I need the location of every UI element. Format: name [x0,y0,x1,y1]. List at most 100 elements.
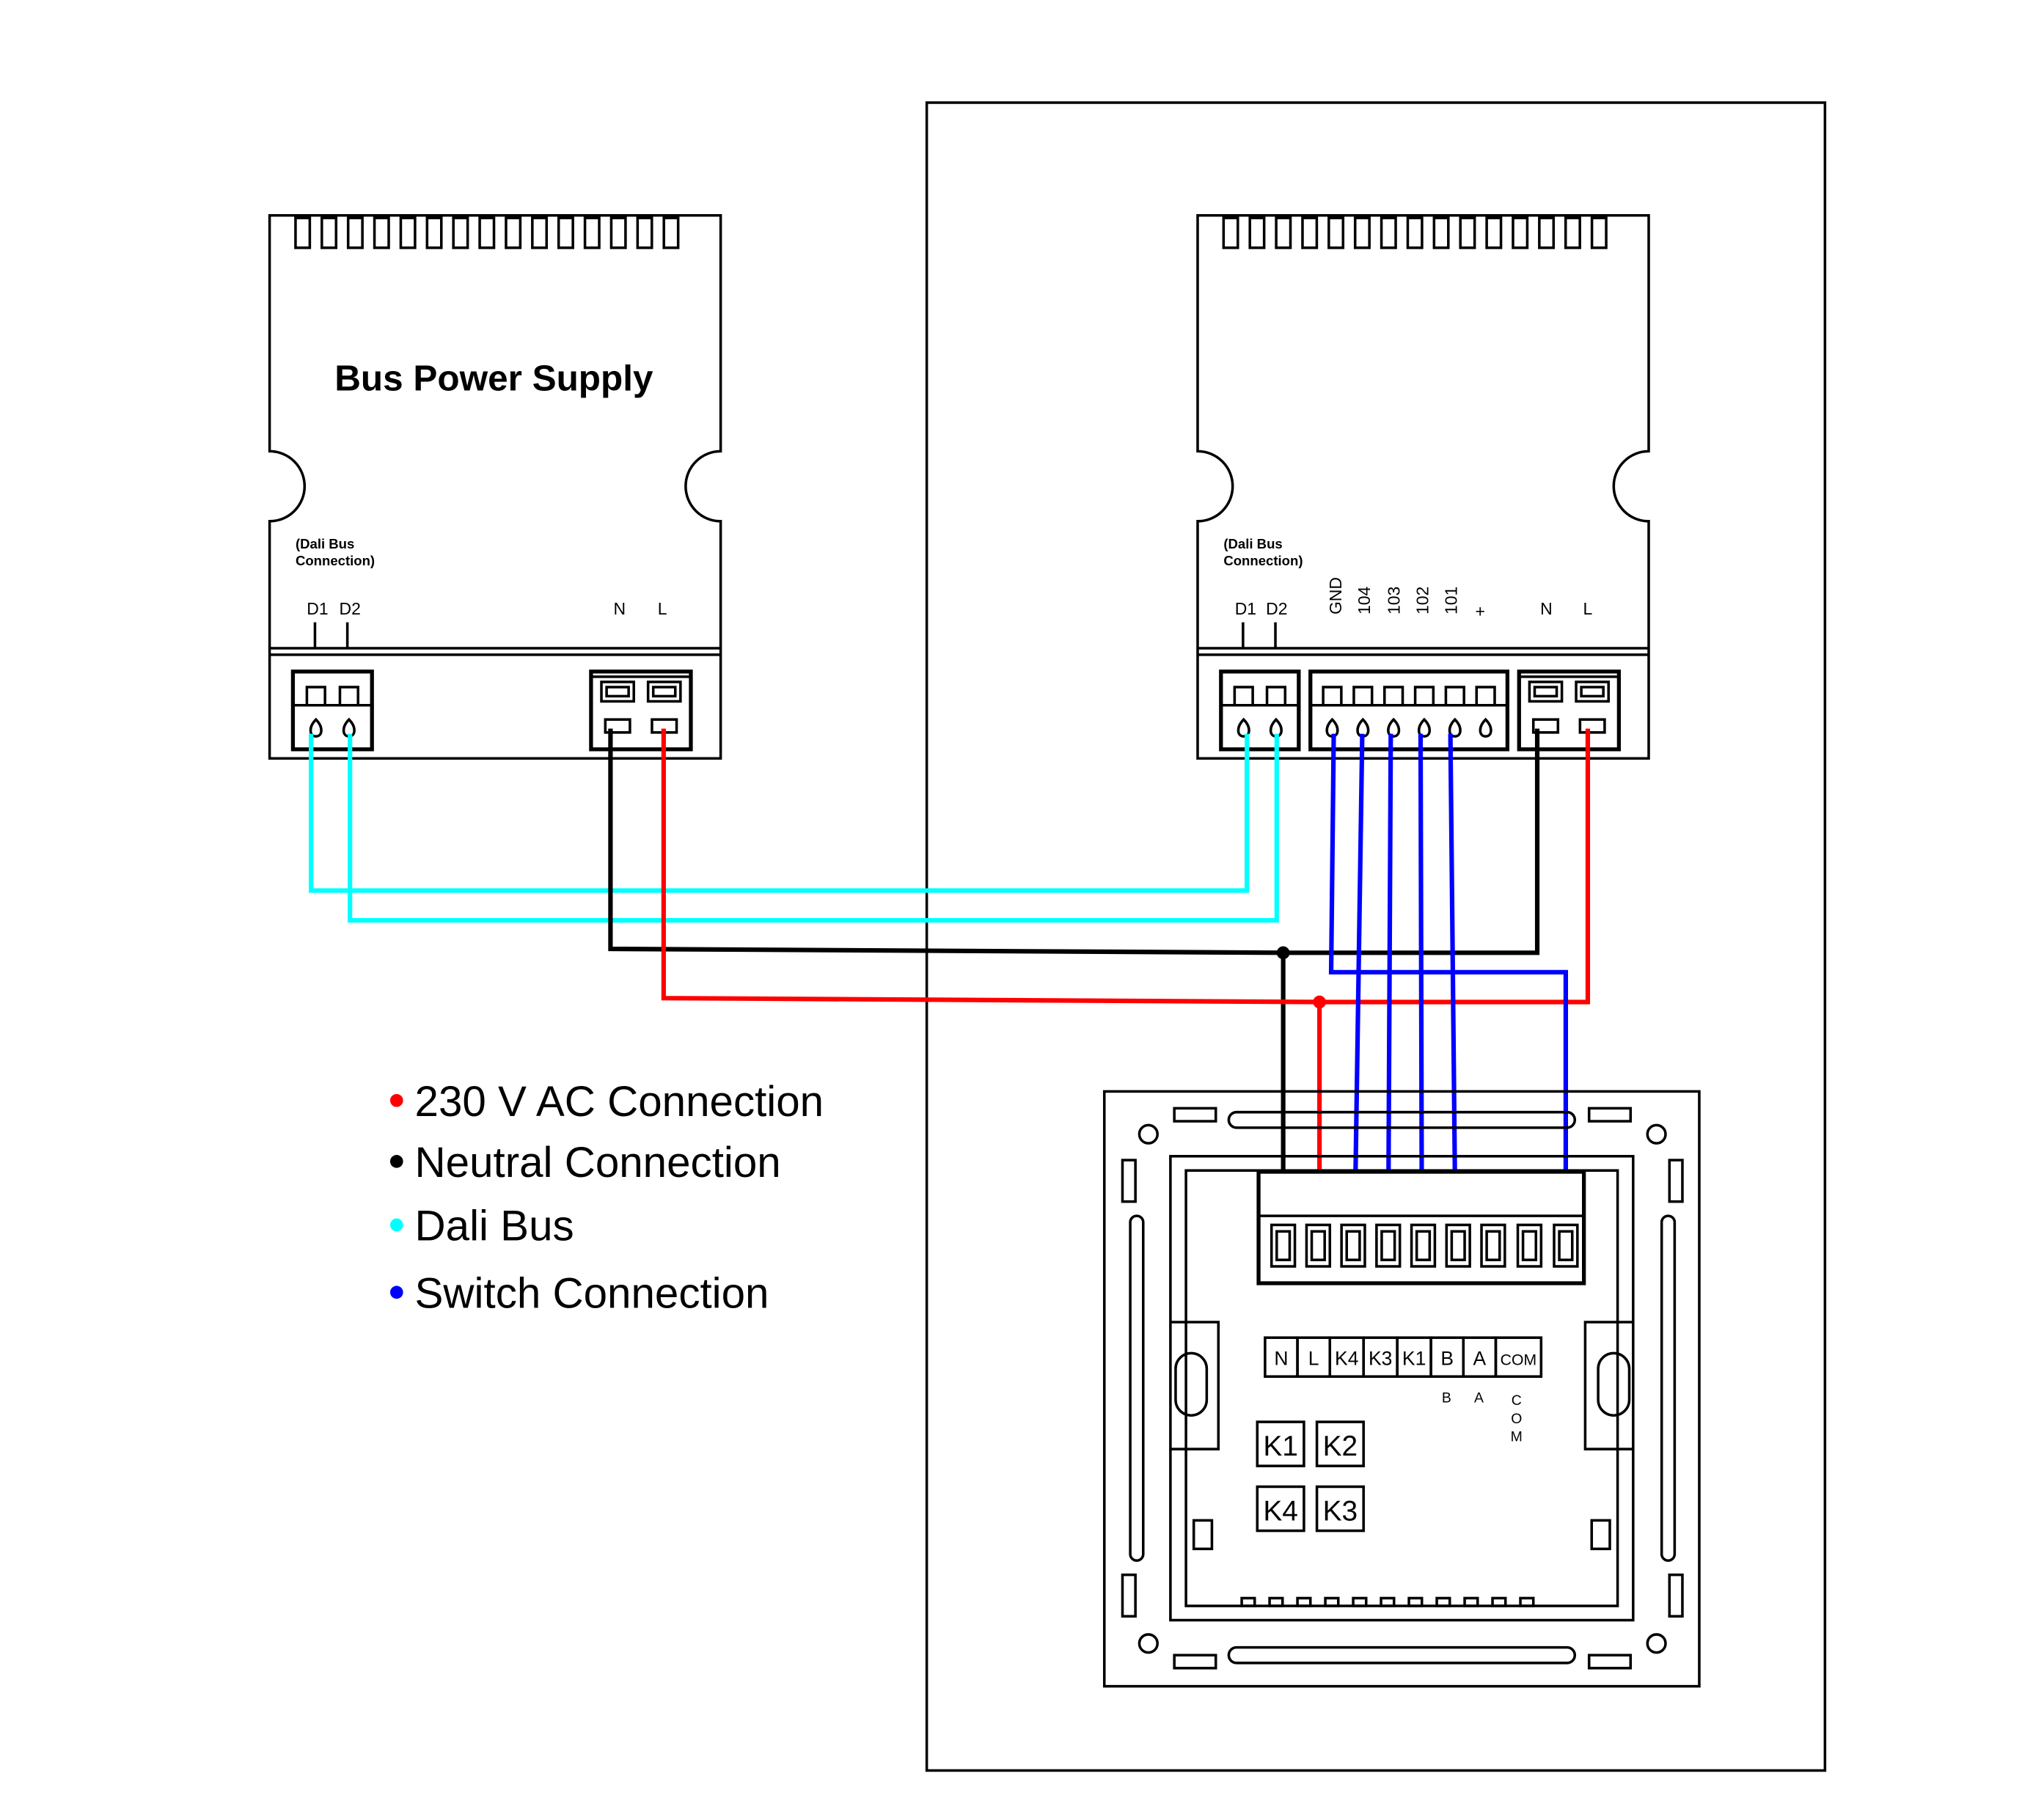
plug-slot [646,680,682,703]
psu-l-label: L [658,599,667,618]
panel-terminal [1480,1223,1506,1268]
slot [1192,1519,1214,1551]
clip [1174,1351,1209,1417]
terminal-label: B [1440,1347,1454,1369]
key-label: K2 [1323,1431,1358,1462]
terminal-slot [1265,686,1287,707]
vent-slot [1590,216,1608,249]
vent-slot [1222,216,1239,249]
vent-slot [1459,216,1476,249]
bus-power-supply-housing [268,213,722,760]
pin [1435,1596,1451,1607]
terminal-slot [1322,686,1343,707]
mount-slot [1668,1573,1684,1618]
sub-label: C [1512,1392,1522,1409]
plug-hole [1531,718,1560,734]
plug-slot [600,680,635,703]
gw-104-label: 104 [1355,587,1374,615]
vent-slot [1538,216,1556,249]
key-label: K4 [1263,1495,1298,1527]
mount-slot [1660,1214,1677,1562]
psu-d2-label: D2 [339,599,360,618]
screw-icon [1479,717,1492,738]
panel-terminal [1553,1223,1579,1268]
junction-dot [1313,995,1326,1009]
bus-power-supply [268,213,722,760]
panel-terminal [1345,1230,1361,1261]
pin [1324,1596,1340,1607]
gw-103-label: 103 [1385,587,1404,614]
vent-slot [505,216,522,249]
switch-wire [1352,733,1365,1242]
pin [1463,1596,1479,1607]
terminal-label: K1 [1402,1347,1426,1369]
terminal-slot [1444,686,1465,707]
switch-wire [1418,733,1424,1242]
key-button[interactable]: K2 [1315,1420,1365,1467]
key-label: K3 [1323,1495,1358,1527]
key-frame [1315,1420,1365,1467]
legend-label: Dali Bus [415,1203,574,1250]
key-button[interactable]: K3 [1315,1485,1365,1533]
gw-input-terminal [1308,669,1510,752]
screw-hole [1646,1123,1667,1145]
terminal-label: A [1473,1347,1487,1369]
key-frame [1256,1420,1305,1467]
pin [1491,1596,1507,1607]
key-button[interactable]: K1 [1256,1420,1305,1467]
clip [1597,1351,1631,1417]
switch-wire-gnd [1328,733,1569,1242]
panel-terminal [1558,1230,1574,1261]
screw-icon [1387,717,1401,738]
plug-slot [651,686,677,698]
legend-label: Switch Connection [415,1270,769,1318]
screw-icon [309,717,323,738]
vent-slot [1564,216,1581,249]
gw-plus-label: + [1476,602,1485,621]
plug-slot [1528,680,1564,703]
screw-hole [1138,1123,1159,1145]
terminal-slot [305,686,326,707]
clip-frame [1583,1321,1633,1450]
key-button[interactable]: K4 [1256,1485,1305,1533]
panel-inner [1169,1155,1635,1622]
gw-dali-label: (Dali Bus [1223,536,1282,551]
screw-hole [1646,1633,1667,1654]
panel-terminal [1410,1223,1437,1268]
dali-wire-d2 [348,733,1279,923]
slot [1590,1519,1611,1551]
legend-dot [389,1155,403,1168]
mount-slot [1173,1107,1217,1123]
legend-dot [389,1093,403,1107]
screw-icon [1448,717,1462,738]
vent-slot [609,216,627,249]
vent-slot [1275,216,1292,249]
vent-slot [294,216,312,249]
terminal-slot [1383,686,1404,707]
panel-terminal [1380,1230,1396,1261]
vent-slot [1353,216,1371,249]
panel-terminal [1305,1223,1332,1268]
panel-terminal [1275,1230,1292,1261]
terminal-label: K4 [1335,1347,1358,1369]
panel-terminal [1450,1230,1466,1261]
sub-label: O [1511,1411,1522,1427]
panel-terminal-block [1256,1170,1586,1285]
vent-slot [531,216,549,249]
gw-n-label: N [1540,599,1553,618]
vent-slot [636,216,653,249]
gw-dali-label: Connection) [1223,553,1303,568]
vent-slot [452,216,469,249]
vent-slot [399,216,417,249]
vent-slot [557,216,574,249]
psu-d1-label: D1 [307,599,328,618]
plug-hole [604,718,631,734]
mount-slot [1668,1159,1684,1203]
key-frame [1315,1485,1365,1533]
dali-gateway [1196,213,1650,760]
plug-slot [605,686,630,698]
clip-frame [1170,1321,1220,1450]
vent-slot [1512,216,1529,249]
legend-label: 230 V AC Connection [415,1078,824,1126]
